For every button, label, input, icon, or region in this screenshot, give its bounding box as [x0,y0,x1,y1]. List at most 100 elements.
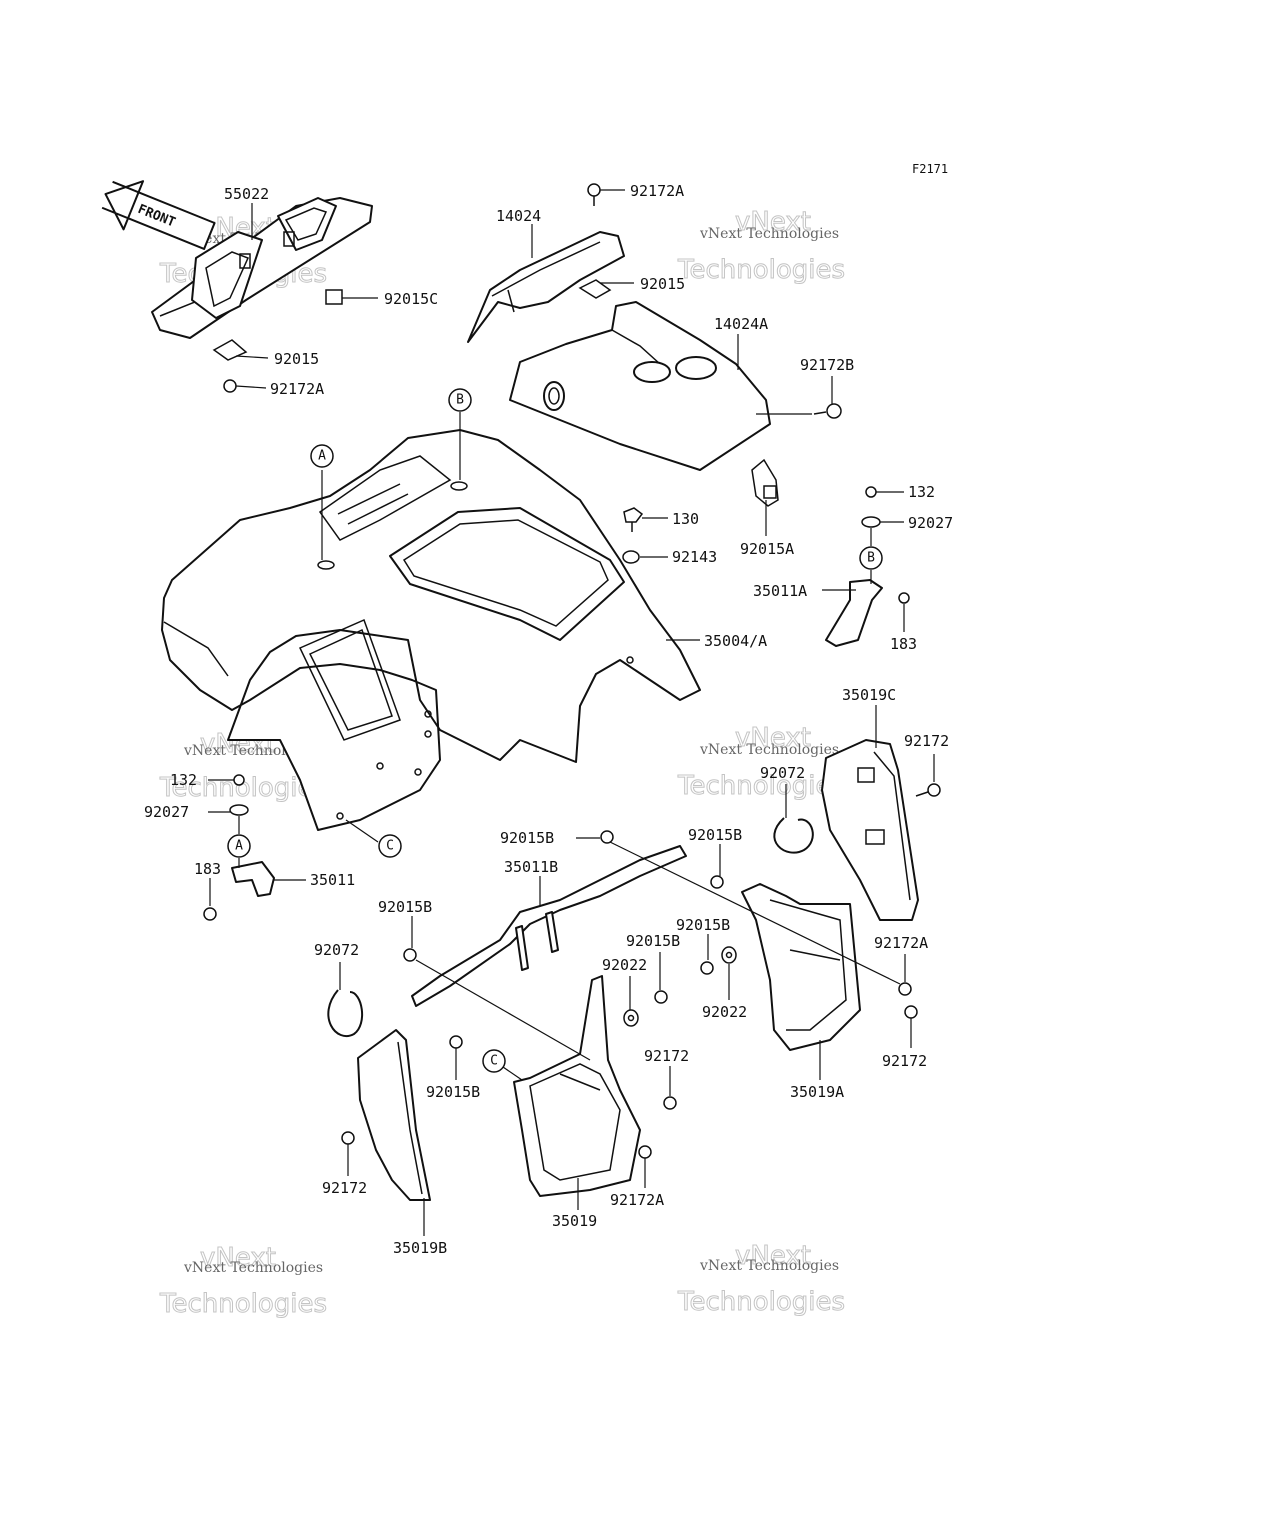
mudguard-35019A [741,883,861,1051]
part-label-92172: 92172 [882,1052,927,1070]
part-label-92172a: 92172A [610,1191,664,1209]
part-label-92072: 92072 [314,941,359,959]
brace-35011B [411,845,687,1007]
callout-letter: C [490,1054,498,1069]
watermark-text: Technologies [159,1289,327,1319]
part-label-92015b: 92015B [626,932,680,950]
part-label-92022: 92022 [702,1003,747,1021]
hardware-group [203,183,941,1159]
nut-92015B-6 [449,1035,463,1049]
clip-92015C [325,289,343,305]
callout-a-top: A [310,444,334,468]
cover-14024 [467,231,625,343]
watermark-mid-right: vNext vNext Technologies Technologies [677,723,846,802]
part-label-92015: 92015 [640,275,685,293]
part-label-92022: 92022 [602,956,647,974]
part-label-132: 132 [170,771,197,789]
bolt-92172A-r [898,982,912,996]
nut-92015B-3 [403,948,417,962]
callout-letter: A [235,839,243,854]
part-label-183: 183 [194,860,221,878]
bolt-92172-r1 [915,783,941,797]
clip-92015A [751,458,779,507]
bolt-92172-mid [663,1096,677,1110]
mudguard-35019 [513,975,641,1197]
part-label-92015c: 92015C [384,290,438,308]
watermark-text: vNext [200,1243,276,1273]
watermark-group: vNext vNext Technologies Technologies vN… [159,207,846,1320]
part-label-130: 130 [672,510,699,528]
part-label-35019a: 35019A [790,1083,844,1101]
watermark-text: Technologies [677,771,845,801]
bolt-183-left [203,907,217,921]
washer-92022-2 [721,946,737,964]
watermark-text: vNext [735,207,811,237]
nut-92015B-2 [710,875,724,889]
watermark-text: Technologies [677,1287,845,1317]
leader-lines [208,189,935,1236]
part-label-92027: 92027 [908,514,953,532]
callout-letter: C [386,839,394,854]
part-label-92172a: 92172A [874,934,928,952]
part-label-35019b: 35019B [393,1239,447,1257]
part-label-92172: 92172 [644,1047,689,1065]
callout-letter: A [318,449,326,464]
watermark-bottom-left: vNext vNext Technologies Technologies [159,1243,328,1320]
callout-a-left: A [227,834,251,858]
part-label-92015b: 92015B [426,1083,480,1101]
rear-fender-35004A [161,429,701,831]
part-label-92172a: 92172A [630,182,684,200]
nut-92015B-1 [600,830,614,844]
watermark-top-right: vNext vNext Technologies Technologies [677,207,846,286]
figure-ref: F2171 [912,162,948,176]
callout-b-right: B [859,546,883,570]
part-labels: 55022 92015C 92015 92172A 92172A 14024 9… [144,182,953,1257]
part-label-55022: 55022 [224,185,269,203]
bracket-35011 [231,861,275,897]
watermark-text: vNext Technologies [699,742,839,758]
part-label-92015: 92015 [274,350,319,368]
part-label-92172: 92172 [904,732,949,750]
part-label-35004a: 35004/A [704,632,767,650]
bracket-35011A [825,579,883,647]
part-label-92015b: 92015B [676,916,730,934]
clip-92015-left [212,339,248,361]
watermark-text: vNext [735,723,811,753]
flap-35019B [357,1029,431,1201]
part-label-35011a: 35011A [753,582,807,600]
part-label-35019c: 35019C [842,686,896,704]
bolt-92172B [813,403,842,419]
watermark-text: Technologies [677,255,845,285]
part-label-183: 183 [890,635,917,653]
part-label-35019: 35019 [552,1212,597,1230]
strap-92072-right [773,817,814,854]
bolt-92172A-top [587,183,601,206]
watermark-text: vNext Technologies [183,1260,323,1276]
part-label-92072: 92072 [760,764,805,782]
watermark-text: vNext Technologies [699,226,839,242]
bolt-183-right [898,592,910,604]
bolt-92172-left [341,1131,355,1145]
part-label-92172: 92172 [322,1179,367,1197]
part-label-92172a: 92172A [270,380,324,398]
watermark-text: vNext Technologies [699,1258,839,1274]
front-rack-55022 [151,197,373,339]
part-label-92143: 92143 [672,548,717,566]
grommet-92027-left [229,804,249,816]
watermark-bottom-right: vNext vNext Technologies Technologies [677,1241,846,1318]
screw-132-right [865,486,877,498]
cover-14024A [509,301,771,471]
clip-92015-top [578,279,612,299]
callout-c-mid: C [482,1049,506,1073]
callout-c-left: C [378,834,402,858]
grommet-92143 [622,550,640,564]
grommet-92027-right [861,516,881,528]
front-arrow-icon: FRONT [101,180,216,250]
flap-35019C [821,739,919,921]
screw-132-left [233,774,245,786]
washer-92022-1 [623,1009,639,1027]
callout-b-top: B [448,388,472,412]
strap-92072-left [327,989,364,1037]
bolt-92172-r2 [904,1005,918,1019]
